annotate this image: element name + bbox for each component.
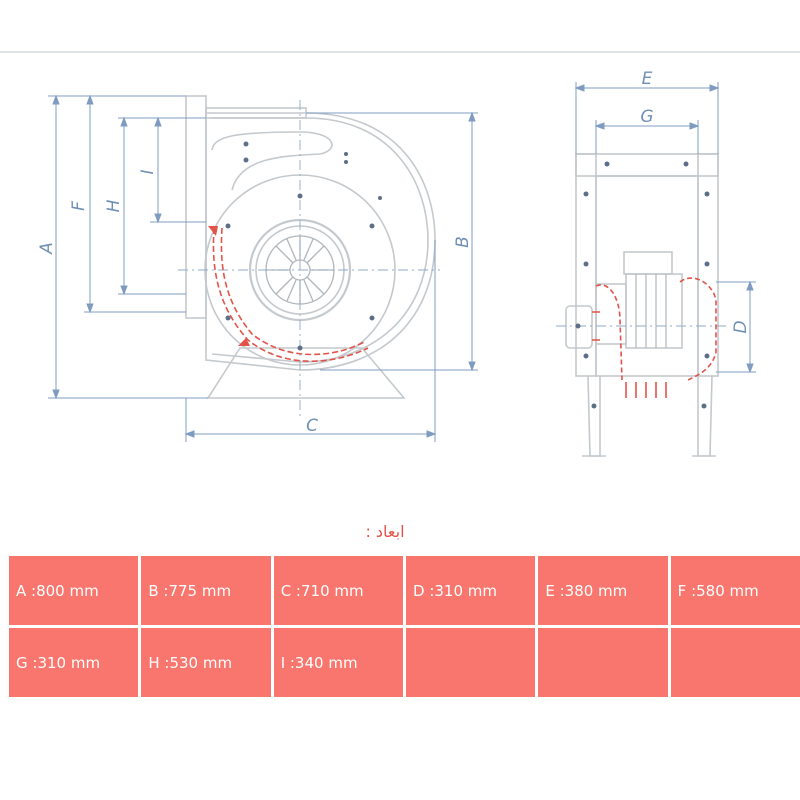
side-leg-right (697, 375, 713, 457)
dim-label-i: I (138, 169, 158, 174)
table-cell-empty (538, 628, 668, 697)
table-row: A :800 mm B :775 mm C :710 mm D :310 mm … (9, 556, 800, 625)
front-centerlines (178, 100, 440, 420)
motor-body (625, 273, 683, 349)
dim-label-g: G (640, 107, 653, 127)
motor-ribs (635, 274, 667, 348)
table-cell-h: H :530 mm (141, 628, 271, 697)
motor-body-left (595, 283, 627, 345)
table-cell-empty (406, 628, 536, 697)
table-cell-d: D :310 mm (406, 556, 536, 625)
side-view (556, 153, 728, 457)
table-cell-g: G :310 mm (9, 628, 139, 697)
front-red-marker-2 (238, 338, 250, 346)
motor-top (623, 251, 673, 275)
front-bolts (225, 141, 382, 351)
fan-stand (206, 347, 406, 399)
front-red-marker (208, 226, 218, 236)
table-cell-f: F :580 mm (670, 556, 800, 625)
shaft-end (565, 305, 593, 349)
inlet-flange (185, 95, 207, 319)
dim-label-d: D (731, 320, 751, 333)
side-leg-left (587, 375, 601, 457)
dimension-lines (48, 82, 756, 442)
dim-label-h: H (104, 199, 124, 212)
table-row: G :310 mm H :530 mm I :340 mm (9, 628, 800, 697)
table-cell-i: I :340 mm (273, 628, 404, 697)
table-cell-e: E :380 mm (538, 556, 668, 625)
side-top-flange (575, 153, 719, 177)
dim-label-b: B (453, 236, 473, 248)
dim-label-c: C (306, 416, 318, 436)
table-cell-c: C :710 mm (273, 556, 404, 625)
table-cell-b: B :775 mm (141, 556, 271, 625)
side-bolts (575, 161, 710, 409)
dimensions-caption: ابعاد : (365, 522, 405, 541)
scroll-housing-inner (211, 117, 429, 363)
side-housing (595, 175, 699, 377)
dim-label-a: A (37, 242, 57, 255)
dim-label-e: E (642, 69, 653, 89)
dimensions-table: A :800 mm B :775 mm C :710 mm D :310 mm … (6, 553, 800, 700)
top-divider (0, 51, 800, 53)
dim-label-f: F (69, 201, 89, 211)
fan-technical-drawing: A F H I B C E G D (37, 69, 756, 457)
front-view (178, 95, 440, 420)
side-hidden-red (592, 277, 717, 398)
table-cell-a: A :800 mm (9, 556, 139, 625)
cutoff-slot (211, 131, 333, 191)
table-cell-empty (670, 628, 800, 697)
front-hidden-red (212, 227, 369, 363)
